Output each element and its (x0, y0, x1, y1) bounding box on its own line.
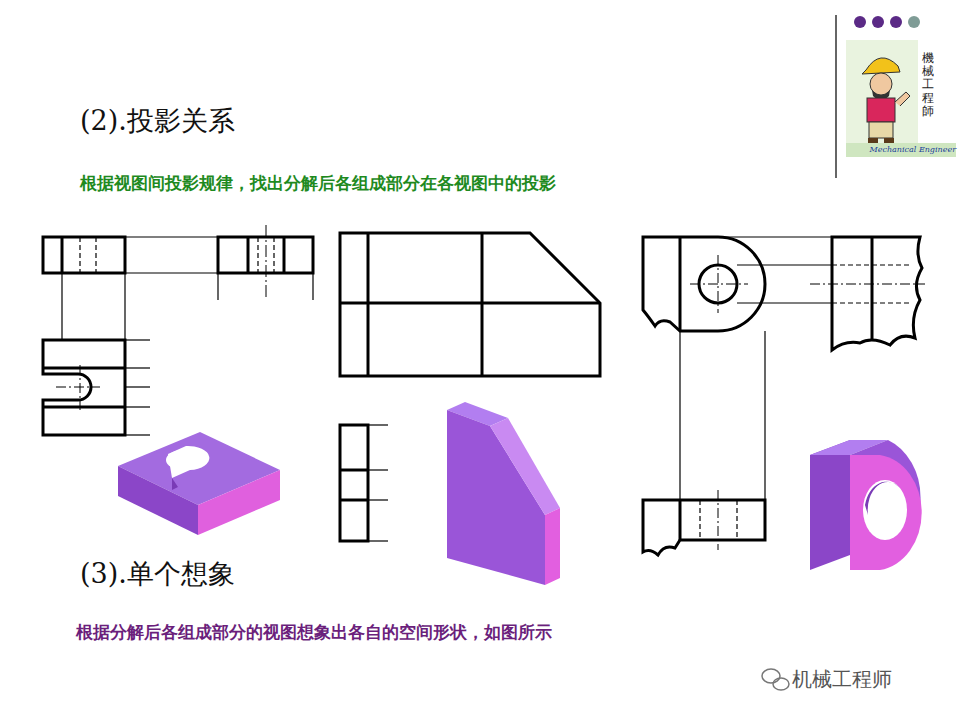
instruction-text: 根据视图间投影规律，找出分解后各组成部分在各视图中的投影 (80, 172, 556, 195)
solid-part-3 (810, 440, 922, 570)
solid-part-3-stroke (865, 482, 900, 515)
solid-part-1-stroke (172, 478, 178, 490)
solid-part-1 (118, 432, 280, 535)
views-part-3-stroke (718, 236, 832, 237)
logo-stroke (862, 58, 900, 74)
views-part-1-stroke (125, 272, 218, 273)
views-part-1-stroke (61, 237, 64, 273)
views-part-1-stroke (125, 406, 150, 407)
views-part-3-stroke (832, 237, 922, 350)
views-part-3-stroke (718, 490, 719, 550)
views-part-2-stroke (340, 425, 368, 541)
logo-stroke (835, 15, 837, 178)
views-part-1-stroke (124, 273, 125, 340)
views-part-1-stroke (43, 367, 125, 370)
section-heading: (3).单个想象 (80, 556, 235, 592)
logo (836, 15, 956, 178)
views-part-3 (643, 237, 925, 555)
views-part-3-stroke (737, 302, 832, 303)
views-part-1-stroke (125, 339, 150, 340)
solid-part-1-stroke (166, 450, 200, 470)
solid-part-2-stroke (490, 418, 560, 515)
views-part-3-stroke (679, 331, 680, 500)
views-part-2-stroke (340, 233, 600, 376)
logo-stroke (867, 98, 895, 122)
views-part-2-stroke (368, 540, 388, 541)
logo-stroke (890, 16, 902, 28)
views-part-3-stroke (764, 331, 765, 500)
views-part-1 (43, 225, 313, 435)
watermark: 机械工程师 (792, 666, 892, 693)
views-part-3-stroke (643, 237, 765, 331)
views-part-1-stroke (125, 434, 150, 435)
views-part-1-stroke (56, 387, 100, 388)
logo-stroke (854, 16, 866, 28)
logo-stroke (846, 143, 956, 157)
views-part-1-stroke (273, 237, 274, 273)
views-part-3-stroke (643, 500, 765, 555)
views-part-1-stroke (43, 406, 125, 409)
views-part-1-stroke (95, 237, 96, 273)
solid-part-2-stroke (447, 410, 545, 585)
solid-part-2 (447, 402, 560, 585)
views-part-2-stroke (340, 302, 600, 305)
views-part-1-stroke (43, 237, 125, 273)
views-part-3-stroke (736, 500, 737, 540)
logo-subtitle: Mechanical Engineer (869, 145, 956, 154)
logo-text: 機械工程師 (922, 52, 934, 118)
solid-part-3-stroke (850, 455, 922, 570)
wechat-icon (762, 669, 789, 690)
wechat-icon-stroke (773, 678, 789, 690)
logo-stroke (908, 16, 920, 28)
logo-stroke (884, 138, 894, 143)
views-part-1-stroke (80, 365, 81, 410)
solid-part-2-stroke (545, 508, 560, 585)
logo-stroke (895, 92, 910, 106)
views-part-1-stroke (283, 237, 286, 273)
views-part-2-stroke (368, 499, 388, 500)
views-part-1-stroke (61, 273, 62, 340)
views-part-3-stroke (699, 500, 700, 540)
views-part-3-stroke (679, 500, 682, 540)
views-part-3-stroke (679, 237, 682, 331)
section-heading: (2).投影关系 (80, 103, 235, 139)
views-part-1-stroke (125, 367, 150, 368)
views-part-1-stroke (257, 237, 258, 273)
views-part-2-stroke (340, 469, 368, 472)
solid-part-3-stroke (810, 440, 850, 570)
views-part-2-stroke (368, 424, 388, 425)
solid-part-3-stroke (863, 480, 907, 540)
views-part-1-stroke (79, 237, 80, 273)
views-part-2-stroke (368, 469, 388, 470)
instruction-text: 根据分解后各组成部分的视图想象出各自的空间形状，如图所示 (76, 621, 552, 644)
solid-part-1-stroke (198, 470, 280, 535)
views-part-1-stroke (217, 273, 218, 300)
views-part-1-stroke (125, 236, 218, 237)
views-part-1-stroke (43, 340, 125, 435)
views-part-1-stroke (125, 386, 150, 387)
views-part-2-stroke (340, 499, 368, 502)
wechat-icon-stroke (762, 669, 780, 683)
solid-part-1-stroke (118, 466, 198, 535)
logo-stroke (869, 122, 893, 138)
views-part-1-stroke (266, 225, 267, 300)
views-part-1-stroke (247, 237, 250, 273)
logo-stroke (846, 40, 918, 152)
views-part-3-stroke (810, 284, 925, 285)
views-part-1-stroke (312, 273, 313, 300)
views-part-3-stroke (871, 237, 874, 340)
views-part-3-stroke (832, 264, 912, 265)
views-part-3-stroke (832, 302, 912, 303)
logo-stroke (872, 16, 884, 28)
views-part-3-stroke (737, 264, 832, 265)
views-part-3-stroke (690, 284, 748, 285)
logo-stroke (868, 138, 878, 143)
views-part-3-stroke (718, 255, 719, 313)
